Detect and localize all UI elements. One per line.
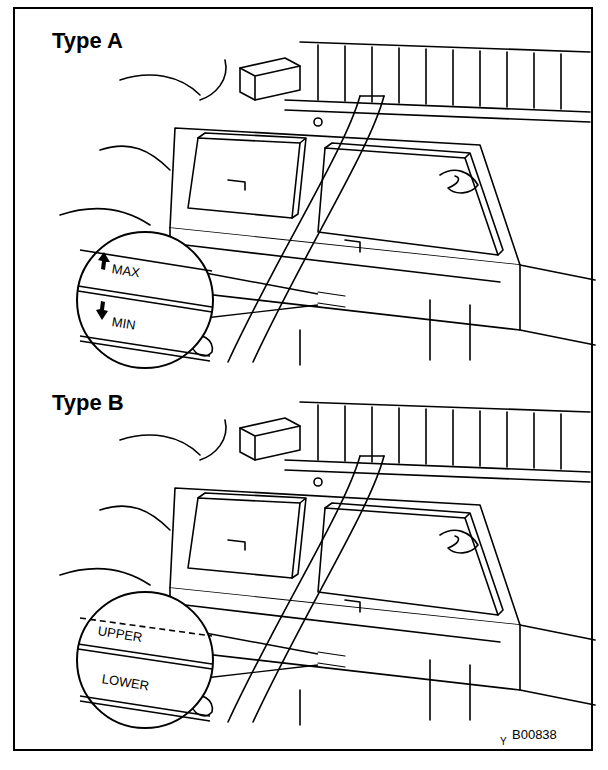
panel-heading: Type B [52,392,124,414]
level-mark: MIN [111,315,137,332]
panel-heading: Type A [52,30,123,52]
figure-marker: Y [500,737,507,747]
level-mark: MAX [111,262,141,279]
figure-code: B00838 [512,728,557,741]
